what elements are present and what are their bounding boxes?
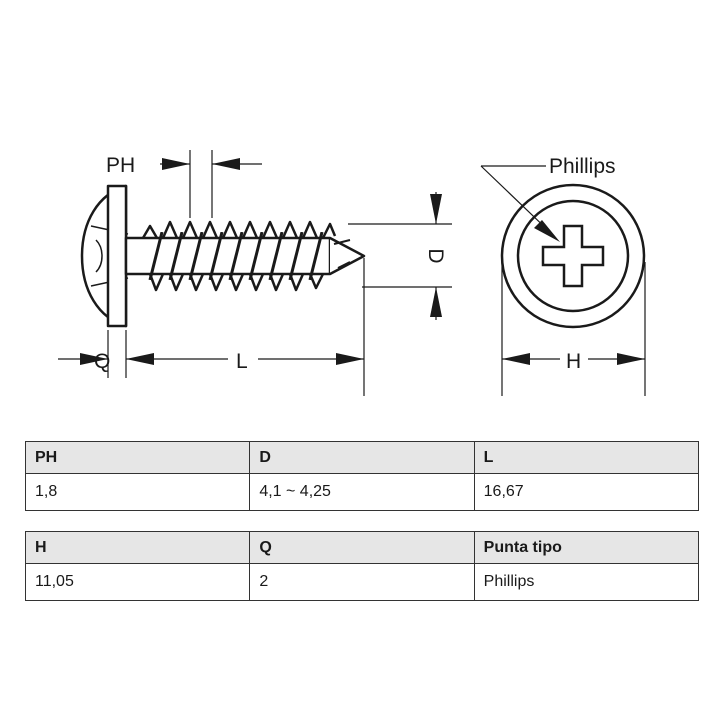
phillips-callout: [480, 165, 560, 242]
d-dimension: [348, 192, 452, 320]
spec-table-1: PH D L 1,8 4,1 ~ 4,25 16,67: [24, 441, 700, 511]
table-cell: 1,8: [24, 473, 251, 511]
q-l-dimension: [58, 258, 365, 396]
screw-point: [329, 236, 366, 276]
table-header: PH: [24, 441, 251, 474]
q-label: Q: [94, 350, 110, 373]
ph-dimension: [160, 150, 262, 218]
h-label: H: [566, 350, 581, 373]
l-label: L: [236, 350, 248, 373]
spec-table-1-header-row: PH D L: [24, 441, 700, 474]
phillips-label: Phillips: [549, 155, 616, 178]
spec-table-2-header-row: H Q Punta tipo: [24, 531, 700, 564]
table-cell: 2: [249, 563, 475, 601]
phillips-cross: [541, 224, 605, 288]
d-label: D: [424, 248, 447, 263]
table-cell: 4,1 ~ 4,25: [249, 473, 475, 511]
table-cell: 16,67: [473, 473, 700, 511]
spec-table-1-value-row: 1,8 4,1 ~ 4,25 16,67: [24, 473, 700, 511]
table-cell: Phillips: [473, 563, 700, 601]
ph-label: PH: [106, 154, 135, 177]
table-cell: 11,05: [24, 563, 251, 601]
h-dimension: [501, 262, 646, 396]
spec-table-2: H Q Punta tipo 11,05 2 Phillips: [24, 531, 700, 601]
screw-side-view: [80, 184, 366, 328]
screw-technical-drawing: PH D Q L Phillips: [58, 150, 646, 396]
table-header: Punta tipo: [473, 531, 700, 564]
table-header: Q: [249, 531, 475, 564]
spec-table-2-value-row: 11,05 2 Phillips: [24, 563, 700, 601]
screw-washer: [106, 184, 128, 328]
screw-threads: [148, 232, 324, 280]
table-header: D: [249, 441, 475, 474]
table-header: L: [473, 441, 700, 474]
screw-head-top-view: [500, 183, 646, 329]
table-header: H: [24, 531, 251, 564]
